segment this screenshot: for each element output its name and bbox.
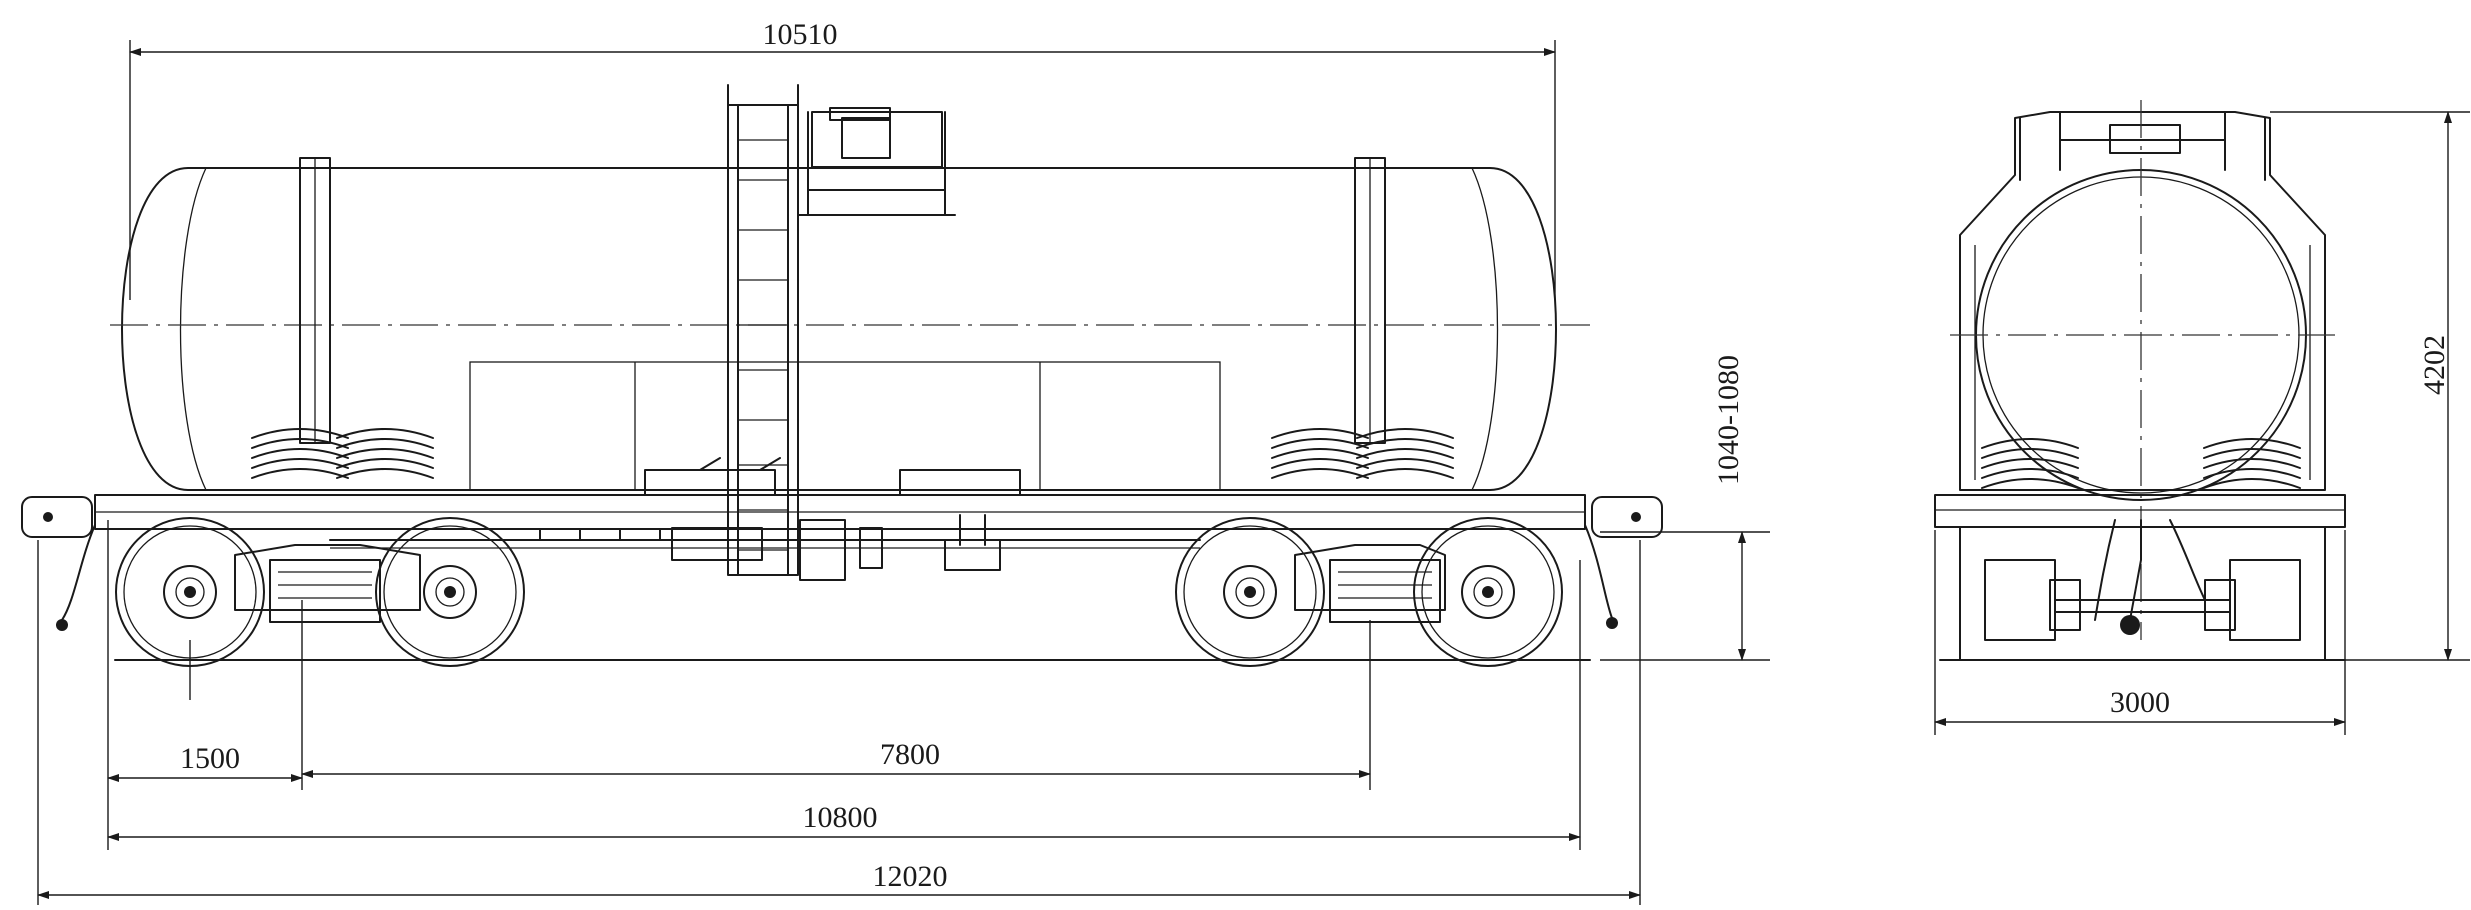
bogie-right [1175,517,1563,667]
tank-straps [251,157,1454,479]
dim-bogie-base: 7800 [880,738,940,771]
dimensions-side: 10510 1500 7800 10800 12020 1040-1080 [37,18,1770,905]
dim-overall-height: 4202 [2418,335,2451,395]
tank-body [110,167,1590,491]
dome-platform [797,107,956,216]
dim-tank-length: 10510 [763,18,838,51]
dimensions-end: 4202 3000 [1934,111,2470,735]
dim-buffer-to-bogie: 1500 [180,742,240,775]
bogie-left [115,517,525,700]
side-view [21,84,1663,700]
ladder [727,84,799,576]
dim-frame-length: 10800 [803,801,878,834]
end-view [1934,100,2346,661]
underframe [21,457,1663,631]
dim-coupler-height: 1040-1080 [1712,355,1745,485]
dim-overall-length: 12020 [873,860,948,893]
dim-width: 3000 [2110,686,2170,719]
